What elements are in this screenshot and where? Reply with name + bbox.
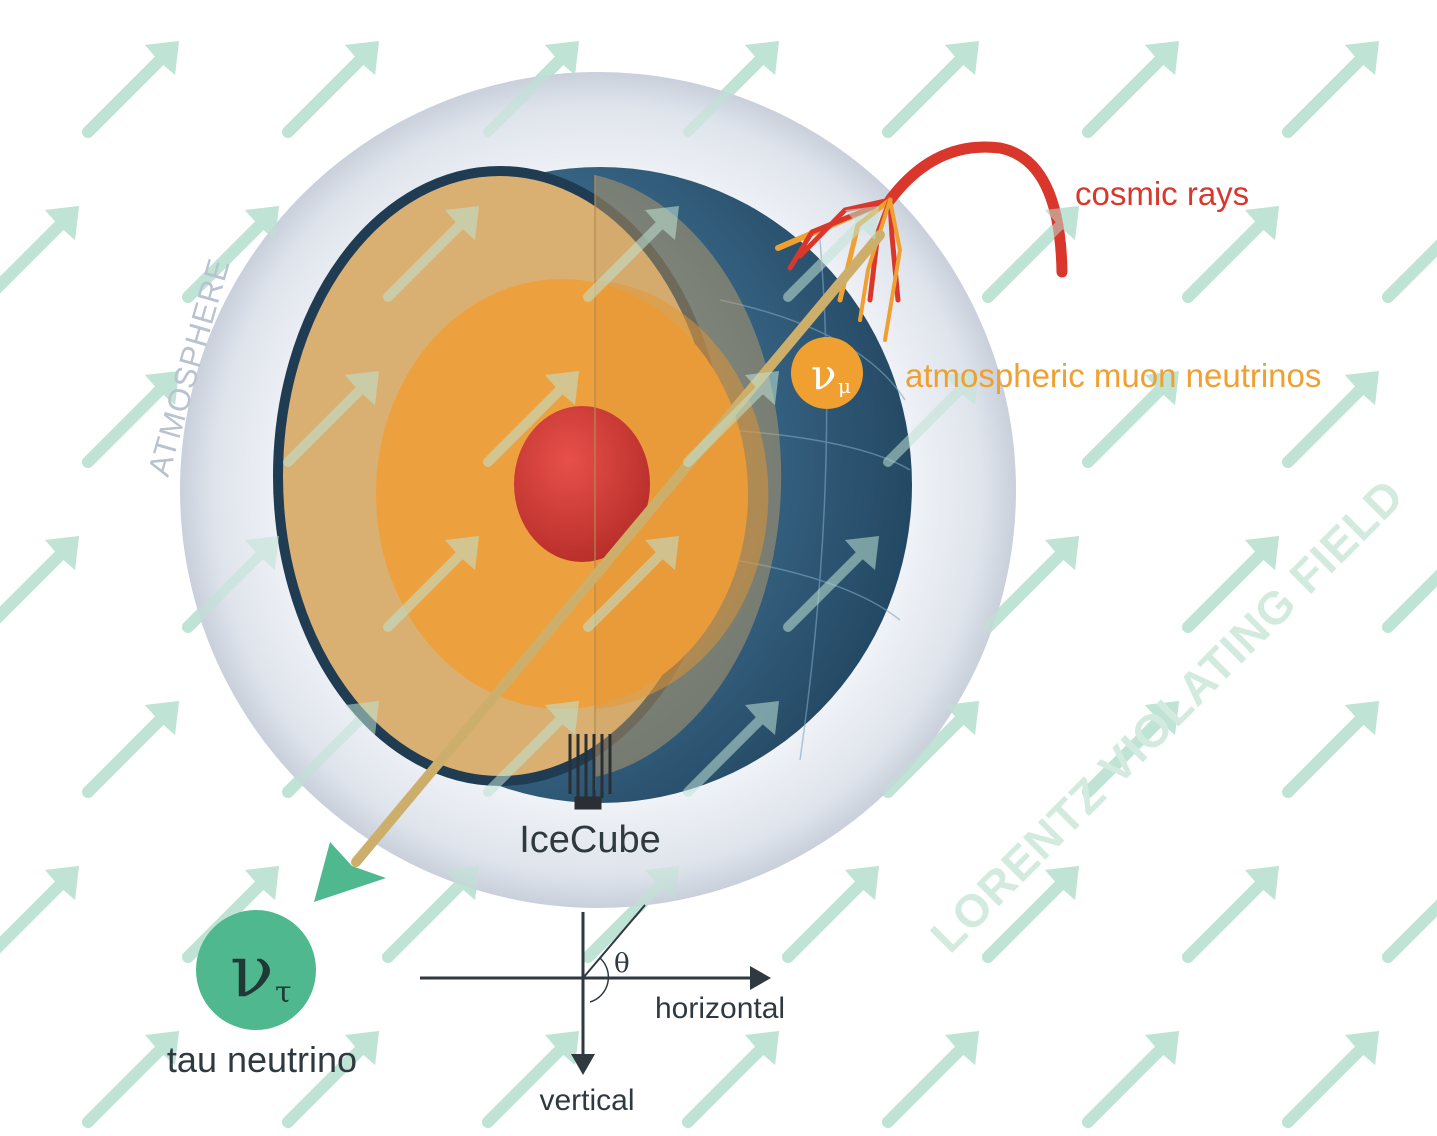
- field-arrow: [1288, 54, 1366, 132]
- tau-neutrino-badge: ν τ: [196, 910, 316, 1030]
- cosmic-rays-label: cosmic rays: [1075, 175, 1249, 212]
- field-arrow: [988, 219, 1066, 297]
- field-arrow: [888, 1044, 966, 1122]
- field-arrow: [288, 54, 366, 132]
- field-arrow: [388, 879, 466, 957]
- field-arrow: [1088, 384, 1166, 462]
- vertical-label: vertical: [539, 1084, 634, 1117]
- nu-mu-symbol: ν: [811, 350, 837, 399]
- nu-tau-symbol: ν: [230, 929, 274, 1013]
- theta-arc: [590, 958, 608, 1002]
- field-arrow: [88, 714, 166, 792]
- field-arrow: [1388, 219, 1437, 297]
- field-arrow: [1288, 714, 1366, 792]
- field-arrow: [1288, 1044, 1366, 1122]
- field-arrow: [1088, 54, 1166, 132]
- field-arrow: [0, 879, 66, 957]
- tau-neutrino-label: tau neutrino: [167, 1039, 357, 1080]
- icecube-label: IceCube: [519, 819, 661, 861]
- nu-mu-subscript: μ: [838, 374, 851, 398]
- field-arrow: [88, 1044, 166, 1122]
- field-arrow: [1388, 879, 1437, 957]
- nu-tau-subscript: τ: [275, 975, 292, 1010]
- zenith-angle-diagram: [420, 905, 768, 1072]
- atmospheric-muon-neutrinos-label: atmospheric muon neutrinos: [905, 357, 1321, 394]
- field-arrow: [1188, 879, 1266, 957]
- field-arrow: [88, 54, 166, 132]
- field-arrow: [1188, 219, 1266, 297]
- field-arrow: [1388, 549, 1437, 627]
- field-arrow: [1088, 1044, 1166, 1122]
- field-arrow: [788, 879, 866, 957]
- field-arrow: [0, 549, 66, 627]
- tau-arrowhead: [314, 842, 386, 902]
- theta-label: θ: [614, 949, 630, 979]
- field-arrow: [688, 1044, 766, 1122]
- muon-neutrino-badge: ν μ: [791, 337, 863, 409]
- horizontal-label: horizontal: [655, 992, 785, 1025]
- field-arrow: [888, 54, 966, 132]
- field-arrow: [1288, 384, 1366, 462]
- field-arrow: [0, 219, 66, 297]
